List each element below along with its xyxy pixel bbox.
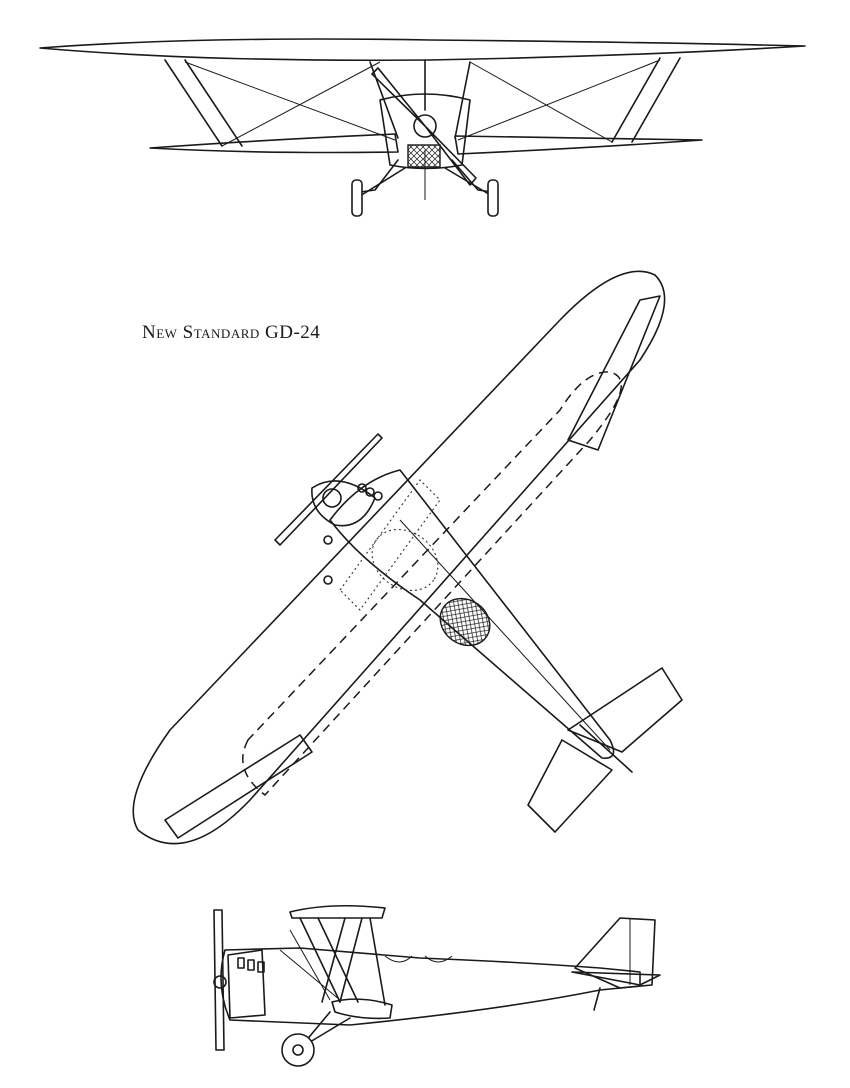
wheel-left	[351, 179, 363, 217]
side-fuselage	[220, 947, 641, 1026]
side-upper-wing	[289, 904, 386, 919]
aileron-left	[164, 734, 313, 839]
engine-cylinders	[323, 483, 383, 585]
upper-wing	[39, 38, 806, 62]
propeller-blade-lower	[424, 125, 477, 186]
wheel-right	[487, 179, 499, 217]
side-tailplane	[571, 971, 661, 986]
rear-cockpit	[439, 597, 491, 647]
rear-cockpit-cutout	[424, 955, 453, 963]
front-cockpit-cutout	[384, 955, 413, 963]
side-wheel	[281, 1033, 315, 1067]
side-lower-wing	[331, 998, 393, 1020]
cabane-struts-dotted	[339, 479, 441, 611]
side-vertical-fin	[574, 917, 656, 989]
interplane-struts	[164, 57, 681, 147]
side-engine-cowling	[227, 949, 266, 1019]
plan-propeller	[274, 433, 383, 546]
plan-spinner	[322, 488, 342, 508]
aileron-right	[567, 295, 661, 451]
propeller-blade-upper	[371, 67, 426, 127]
radiator-grille	[407, 144, 441, 168]
horizontal-stabilizer-right	[567, 667, 683, 753]
main-gear-left	[359, 159, 399, 193]
forward-cockpit-dotted	[371, 528, 439, 592]
side-struts	[279, 917, 386, 1006]
lower-wing-right	[454, 135, 703, 155]
front-fuselage	[379, 93, 471, 170]
plan-engine	[311, 480, 376, 527]
plan-view	[132, 270, 683, 845]
lower-wing-dashed	[242, 371, 622, 797]
side-propeller	[213, 909, 225, 1051]
propeller-hub	[413, 114, 437, 138]
aircraft-title-caption: New Standard GD-24	[142, 322, 321, 343]
rudder-line	[579, 724, 633, 773]
lower-wing-left	[149, 133, 399, 154]
side-view	[213, 904, 661, 1067]
side-spinner	[213, 975, 227, 989]
side-cylinders	[237, 957, 265, 973]
side-wheel-hub	[292, 1044, 304, 1056]
wing-planform	[132, 270, 666, 845]
horizontal-stabilizer-left	[527, 739, 613, 833]
front-view	[39, 38, 806, 217]
tail-skid	[593, 987, 601, 1011]
